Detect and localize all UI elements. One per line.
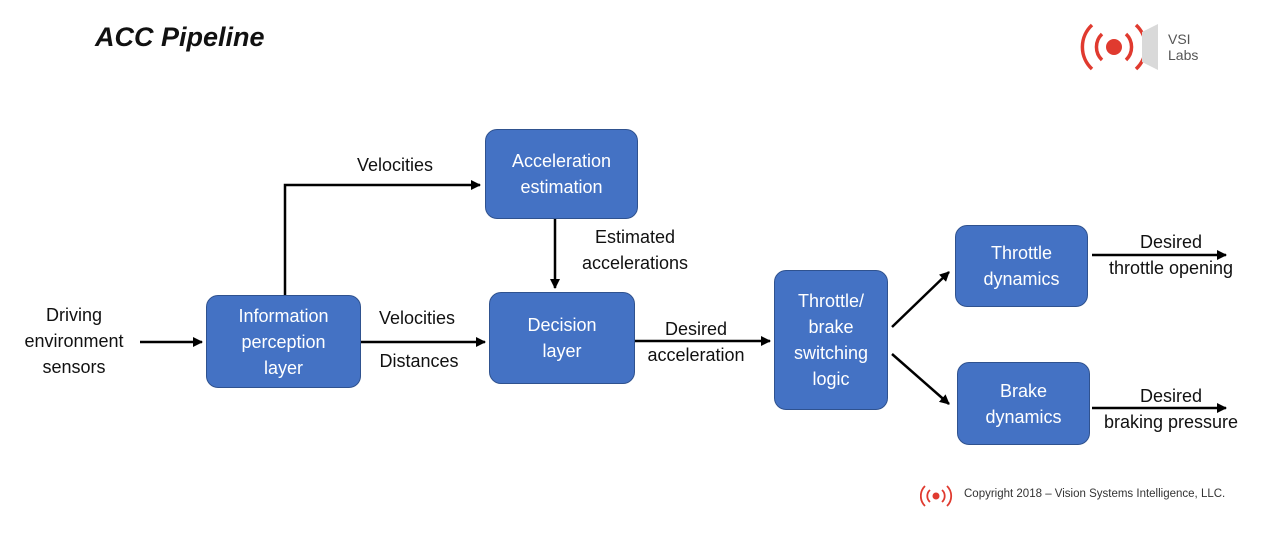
label-desired-acceleration: Desired acceleration (647, 319, 745, 365)
arrow-switch-to-throttle (891, 271, 950, 328)
node-information-perception: Information perception layer (206, 295, 361, 388)
diagram-title: ACC Pipeline (95, 22, 265, 52)
signal-small-icon (919, 485, 953, 507)
logo-text-vsi: VSI (1168, 31, 1191, 47)
vsi-labs-logo: VSI Labs (1080, 20, 1210, 75)
signal-icon (1080, 23, 1158, 71)
label-velocities-mid: Velocities (378, 308, 456, 328)
node-acceleration-estimation-label: Acceleration estimation (511, 151, 612, 197)
logo-text-labs: Labs (1168, 47, 1199, 63)
node-decision-layer-label: Decision layer (527, 315, 597, 361)
node-decision-layer: Decision layer (489, 292, 635, 384)
node-throttle-brake-switching-label: Throttle/ brake switching logic (793, 291, 869, 389)
node-acceleration-estimation: Acceleration estimation (485, 129, 638, 219)
input-label: Driving environment sensors (24, 305, 124, 377)
node-brake-dynamics-label: Brake dynamics (985, 380, 1062, 427)
node-information-perception-label: Information perception layer (238, 305, 329, 378)
arrow-switch-to-brake (891, 353, 950, 405)
label-velocities-top: Velocities (356, 155, 434, 175)
copyright-text: Copyright 2018 – Vision Systems Intellig… (964, 488, 1226, 500)
node-brake-dynamics: Brake dynamics (957, 362, 1090, 445)
node-throttle-brake-switching: Throttle/ brake switching logic (774, 270, 888, 410)
label-estimated-accelerations: Estimated accelerations (581, 227, 689, 273)
node-throttle-dynamics-label: Throttle dynamics (983, 243, 1060, 289)
node-throttle-dynamics: Throttle dynamics (955, 225, 1088, 307)
copyright-footer: Copyright 2018 – Vision Systems Intellig… (919, 484, 1260, 508)
label-desired-throttle: Desired throttle opening (1108, 232, 1234, 278)
label-desired-braking: Desired braking pressure (1103, 386, 1239, 432)
arrow-info-to-accel (283, 180, 481, 295)
label-distances: Distances (379, 351, 459, 371)
